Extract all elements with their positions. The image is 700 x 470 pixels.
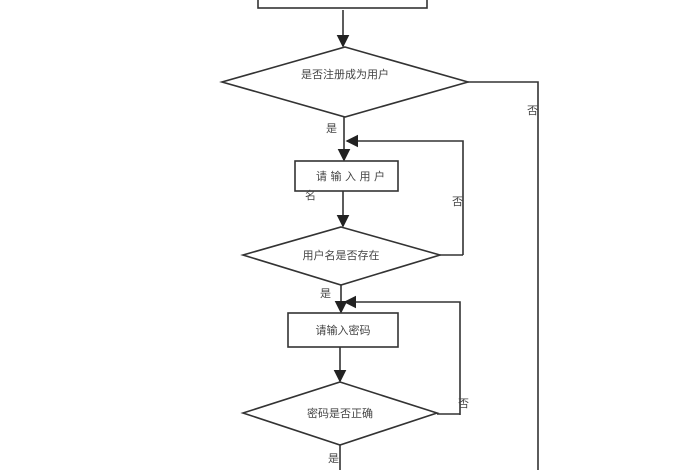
yes-label-registered: 是 (326, 122, 337, 135)
decision-password-label: 密码是否正确 (307, 406, 373, 420)
input-password-box (287, 312, 399, 348)
no-label-password: 否 (458, 397, 469, 410)
decision-username-label: 用户名是否存在 (303, 248, 380, 262)
yes-label-password: 是 (328, 452, 339, 465)
input-username-label: 请 输 入 用 户 (316, 169, 385, 183)
decision-registered-label: 是否注册成为用户 (301, 67, 389, 81)
input-username-box (294, 160, 399, 192)
top-process-box (257, 0, 428, 9)
input-password-label: 请输入密码 (316, 323, 371, 337)
no-label-username: 否 (452, 195, 463, 208)
input-username-label-wrap: 名 (305, 188, 316, 202)
no-branch-registered (468, 81, 539, 470)
no-label-registered: 否 (527, 104, 538, 117)
loop-username (345, 134, 464, 255)
yes-label-username: 是 (320, 287, 331, 300)
loop-password (343, 295, 461, 415)
decision-registered (219, 46, 471, 118)
